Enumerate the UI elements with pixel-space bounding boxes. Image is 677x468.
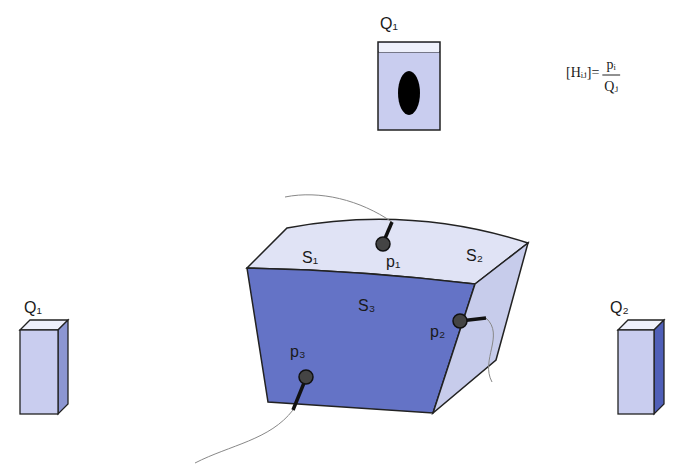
face-or-sensor-label: S₃ [358, 298, 375, 314]
speaker-label: Q₁ [24, 300, 42, 316]
speaker-right [618, 320, 664, 414]
formula-numerator: pᵢ [607, 58, 616, 72]
face-or-sensor-label: p₃ [290, 344, 305, 360]
microphone-sensors [195, 195, 493, 463]
formula-denominator: Qⱼ [604, 80, 618, 94]
fraction-bar [602, 75, 620, 76]
face-or-sensor-label: p₁ [386, 254, 400, 270]
speaker-top [378, 42, 440, 130]
speaker-left [20, 320, 68, 414]
face-or-sensor-label: S₂ [466, 248, 483, 264]
block-node: S₁ p₁ S₂ S₃ p₂ p₃ [240, 200, 540, 420]
speaker-node: Q₁ [372, 12, 446, 132]
speaker-label: Q₂ [610, 300, 629, 316]
face-or-sensor-label: p₂ [430, 324, 445, 340]
speaker-node: Q₁ [14, 292, 74, 416]
speaker-node: Q₂ [600, 292, 670, 416]
speaker-label: Q₁ [380, 16, 398, 32]
test-block [247, 219, 528, 413]
face-or-sensor-label: S₁ [302, 250, 318, 266]
formula-term: [Hᵢⱼ]= [566, 66, 599, 80]
